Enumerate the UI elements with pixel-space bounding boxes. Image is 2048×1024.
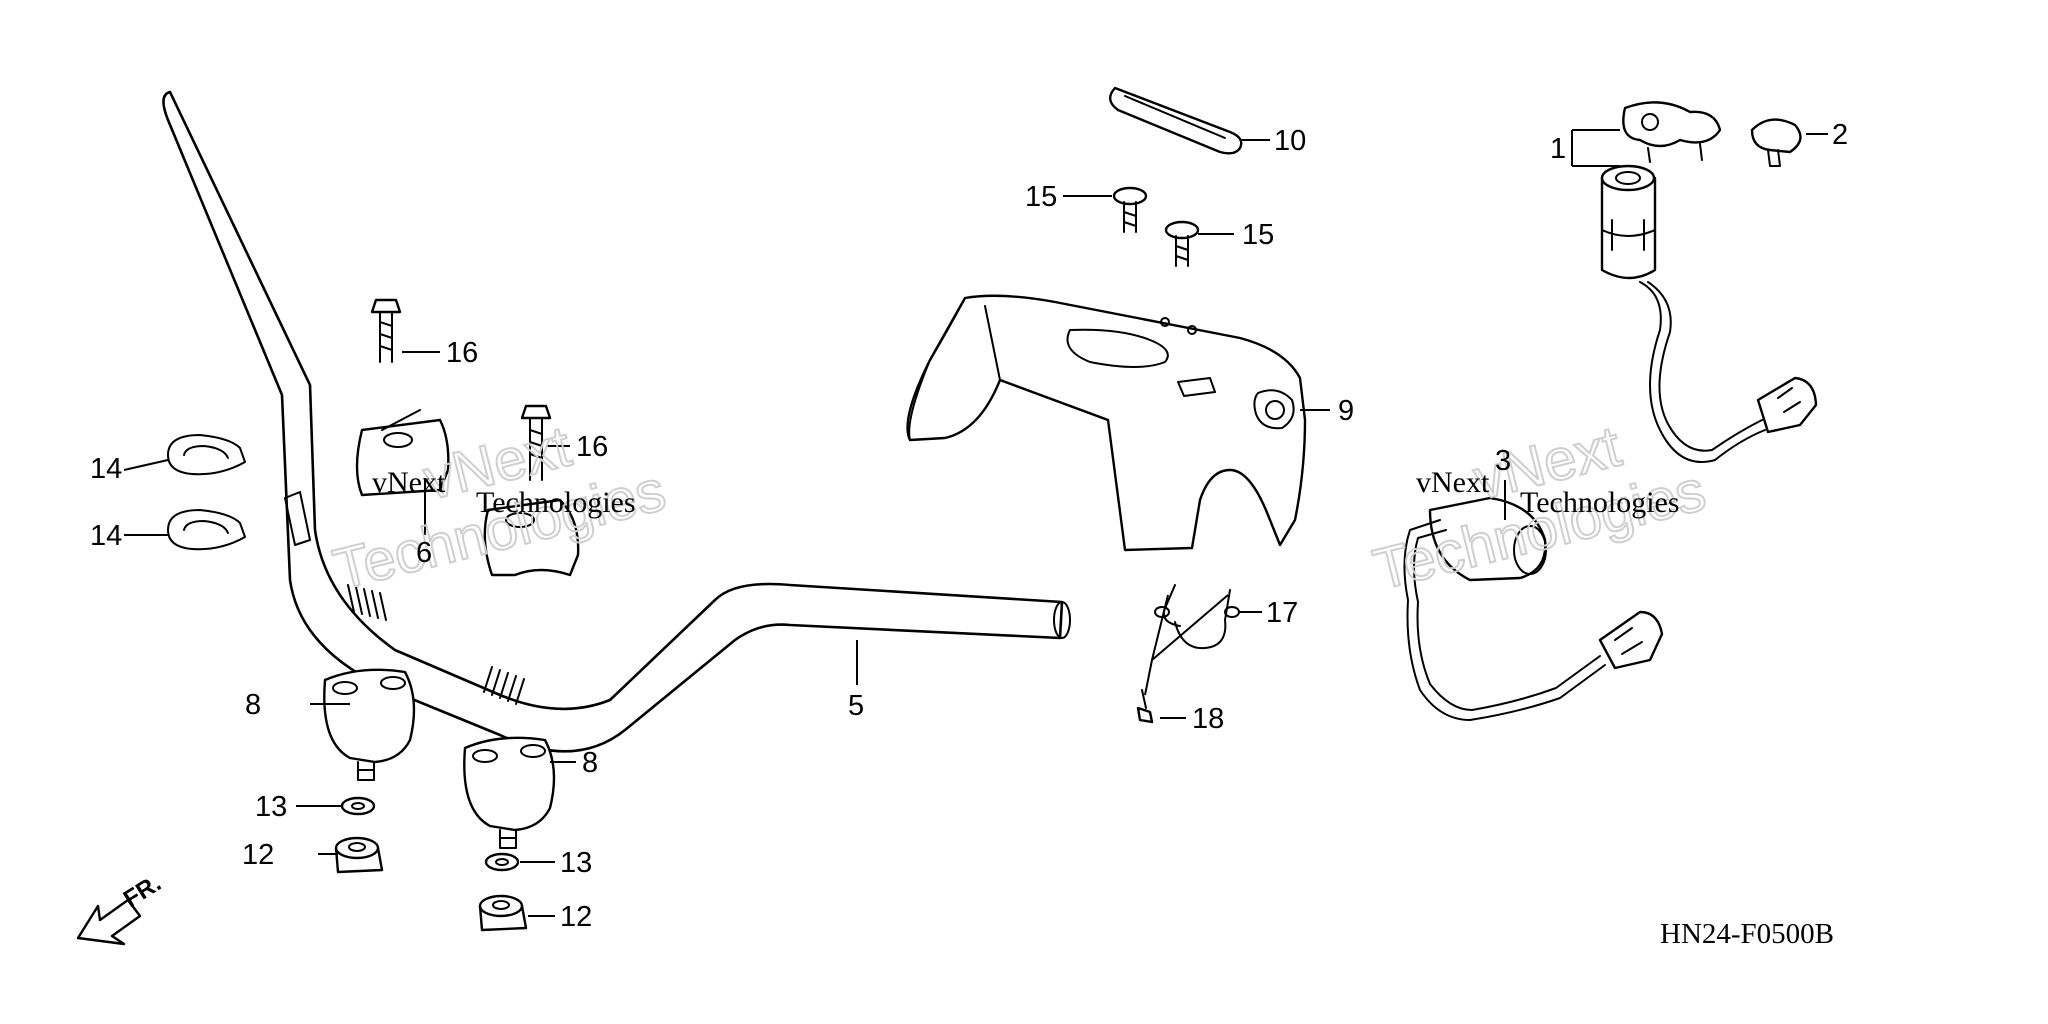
wire-clip-lower [167, 509, 246, 551]
watermark-left-small1: vNext [372, 466, 446, 499]
leader-lines [123, 129, 1828, 917]
callout-8-left: 8 [245, 689, 261, 721]
watermark-right: Technologies vNext vNext Technologies [1366, 413, 1712, 604]
handlebar-cover [906, 294, 1307, 552]
callout-16-lower: 16 [576, 431, 608, 463]
watermark-right-small2: Technologies [1520, 486, 1680, 519]
rubber-strip [1109, 86, 1243, 155]
wire-harness [1403, 496, 1664, 721]
callout-5: 5 [848, 690, 864, 722]
handlebar [162, 90, 1071, 753]
front-direction: FR. [76, 870, 166, 946]
bolt-16-left [370, 298, 402, 363]
callout-15-lower: 15 [1242, 219, 1274, 251]
callout-14-lower: 14 [90, 520, 122, 552]
nut-12-right [478, 894, 528, 932]
watermark-left-small2: Technologies [476, 486, 636, 519]
knurl-right [483, 666, 525, 705]
callout-12-right: 12 [560, 901, 592, 933]
upper-holder-left [355, 409, 450, 497]
callout-1: 1 [1550, 133, 1566, 165]
callout-17: 17 [1266, 597, 1298, 629]
key-cap-2 [1750, 118, 1802, 167]
callouts: 1 2 3 5 6 8 8 9 10 12 12 13 13 14 14 15 … [90, 119, 1848, 933]
callout-12-left: 12 [242, 839, 274, 871]
knurl-left [347, 584, 387, 621]
bolt-16-right [520, 404, 552, 481]
callout-14-upper: 14 [90, 453, 122, 485]
callout-16-upper: 16 [446, 337, 478, 369]
arrow-down-left-icon [76, 898, 142, 946]
screw-18 [1136, 689, 1154, 724]
screw-15-lower [1164, 220, 1200, 267]
nut-12-left [334, 836, 384, 874]
callout-3: 3 [1495, 445, 1511, 477]
washer-13-left [340, 796, 376, 816]
lower-holder-right [463, 736, 556, 849]
washer-13-right [484, 852, 520, 872]
upper-holder-right [483, 498, 580, 577]
callout-18: 18 [1192, 703, 1224, 735]
lower-holder-left [323, 668, 416, 781]
callout-15-upper: 15 [1025, 181, 1057, 213]
watermark-right-small1: vNext [1416, 466, 1490, 499]
callout-13-right: 13 [560, 847, 592, 879]
callout-6: 6 [416, 537, 432, 569]
callout-8-right: 8 [582, 747, 598, 779]
diagram-code: HN24-F0500B [1660, 918, 1834, 950]
ignition-switch [1600, 164, 1818, 463]
callout-13-left: 13 [255, 791, 287, 823]
callout-9: 9 [1338, 395, 1354, 427]
wire-clip-upper [167, 434, 246, 476]
screw-15-upper [1112, 186, 1148, 233]
ignition-cap [1622, 101, 1722, 163]
band-17 [1154, 584, 1240, 650]
callout-10: 10 [1274, 125, 1306, 157]
callout-2: 2 [1832, 119, 1848, 151]
